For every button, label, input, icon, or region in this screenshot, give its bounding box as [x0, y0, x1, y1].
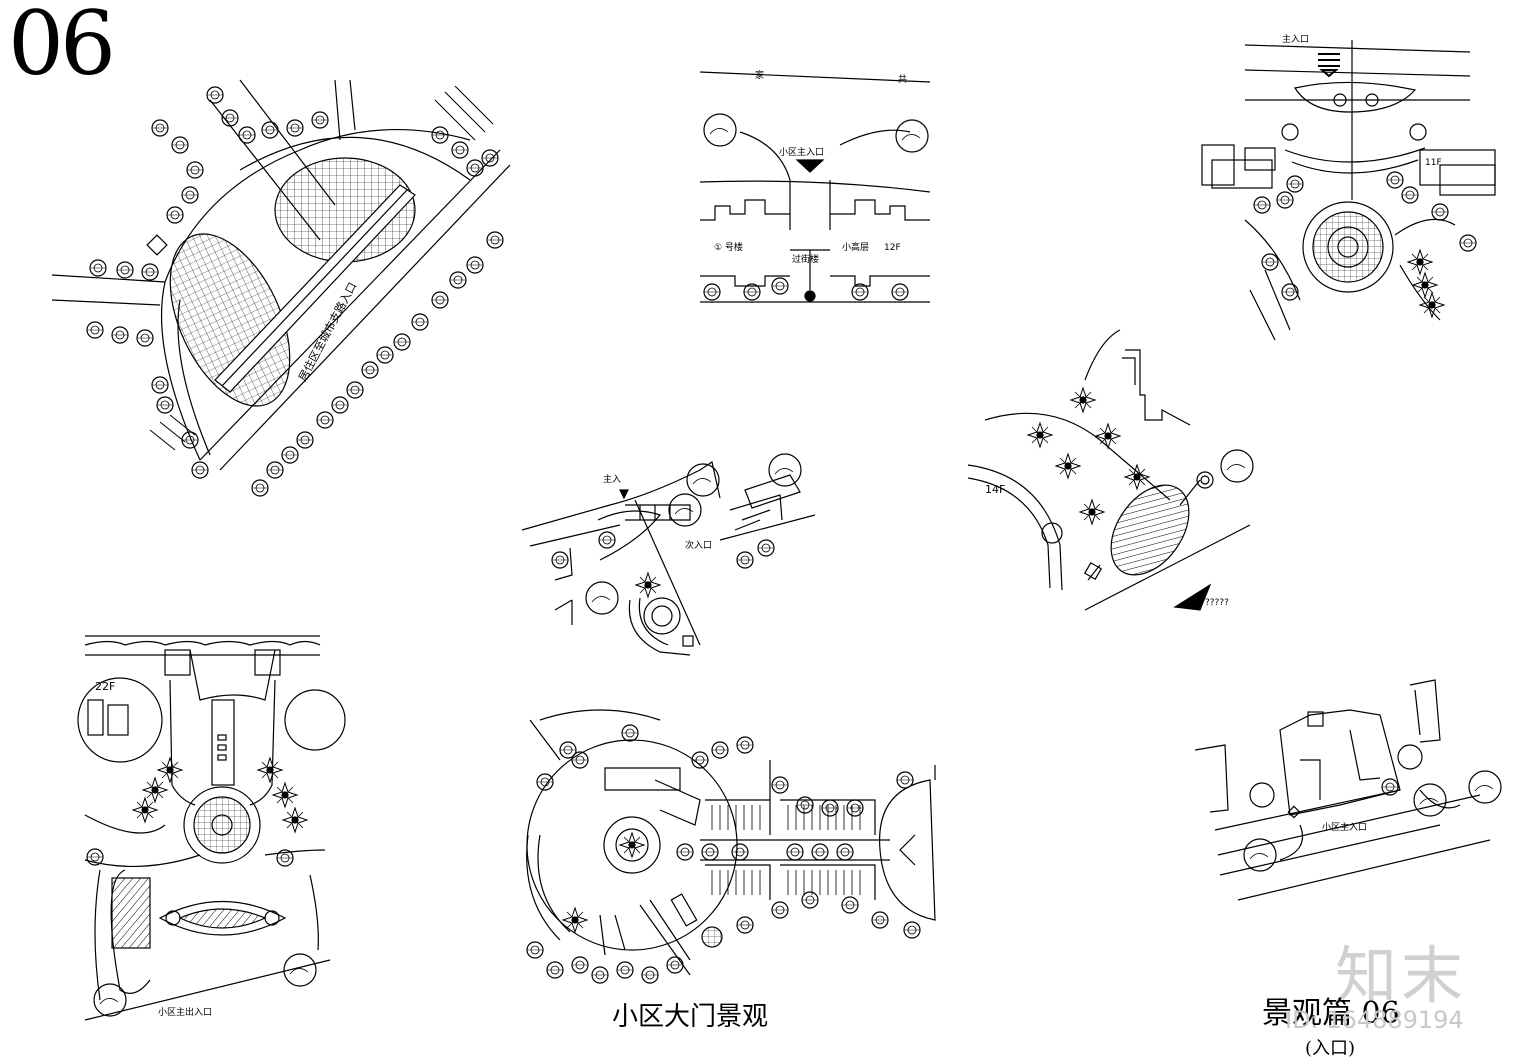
plan-1-city-road-entrance: 居住区至城市支路入口 [51, 79, 511, 497]
plan-7-gate-boulevard [526, 709, 936, 984]
plan-8-residential-entrance: 小区主入口 [1194, 679, 1502, 901]
watermark-logo: 知末 [1335, 939, 1468, 1012]
p2-building2-label: 小高层 [842, 241, 869, 253]
plan-2-main-gate-elevation: 家 共 小区主入口 ① 号楼 过街楼 小高层 12F [699, 69, 931, 303]
p5-marks: ????? [1205, 598, 1229, 608]
watermark-id: ID: 164889194 [1285, 1006, 1464, 1034]
plan-6-main-entrance-circle: 22F 小区主出入口 [77, 635, 346, 1021]
p6-entrance-label: 小区主出入口 [158, 1006, 212, 1018]
plan-3-main-entrance-plaza: 主入口 11F [1201, 33, 1496, 341]
p2-gatehouse-label: 过街楼 [792, 253, 819, 265]
plan-5-palm-plaza: 14F ????? [967, 329, 1254, 611]
p2-top-road2: 共 [898, 74, 907, 85]
main-caption: 小区大门景观 [612, 1002, 769, 1032]
section-caption: 景观篇 06 [1262, 996, 1400, 1031]
p4-top-label: 主入 [603, 473, 621, 485]
p2-floors-label: 12F [884, 243, 901, 253]
plan-4-secondary-entrance: 主入 次入口 [521, 453, 816, 656]
section-subcaption: (入口) [1305, 1038, 1356, 1059]
p2-building1-label: ① 号楼 [714, 241, 743, 253]
p2-top-road: 家 [755, 69, 764, 81]
p3-entrance-label: 主入口 [1282, 33, 1309, 45]
p6-floors-label: 22F [95, 680, 115, 693]
p3-floors-label: 11F [1425, 158, 1442, 168]
sheet-number: 06 [8, 0, 116, 95]
p2-entrance-label: 小区主入口 [779, 146, 824, 158]
p5-floors-label: 14F [985, 483, 1005, 496]
p8-entrance-label: 小区主入口 [1322, 821, 1367, 833]
p4-side-label: 次入口 [685, 539, 712, 551]
